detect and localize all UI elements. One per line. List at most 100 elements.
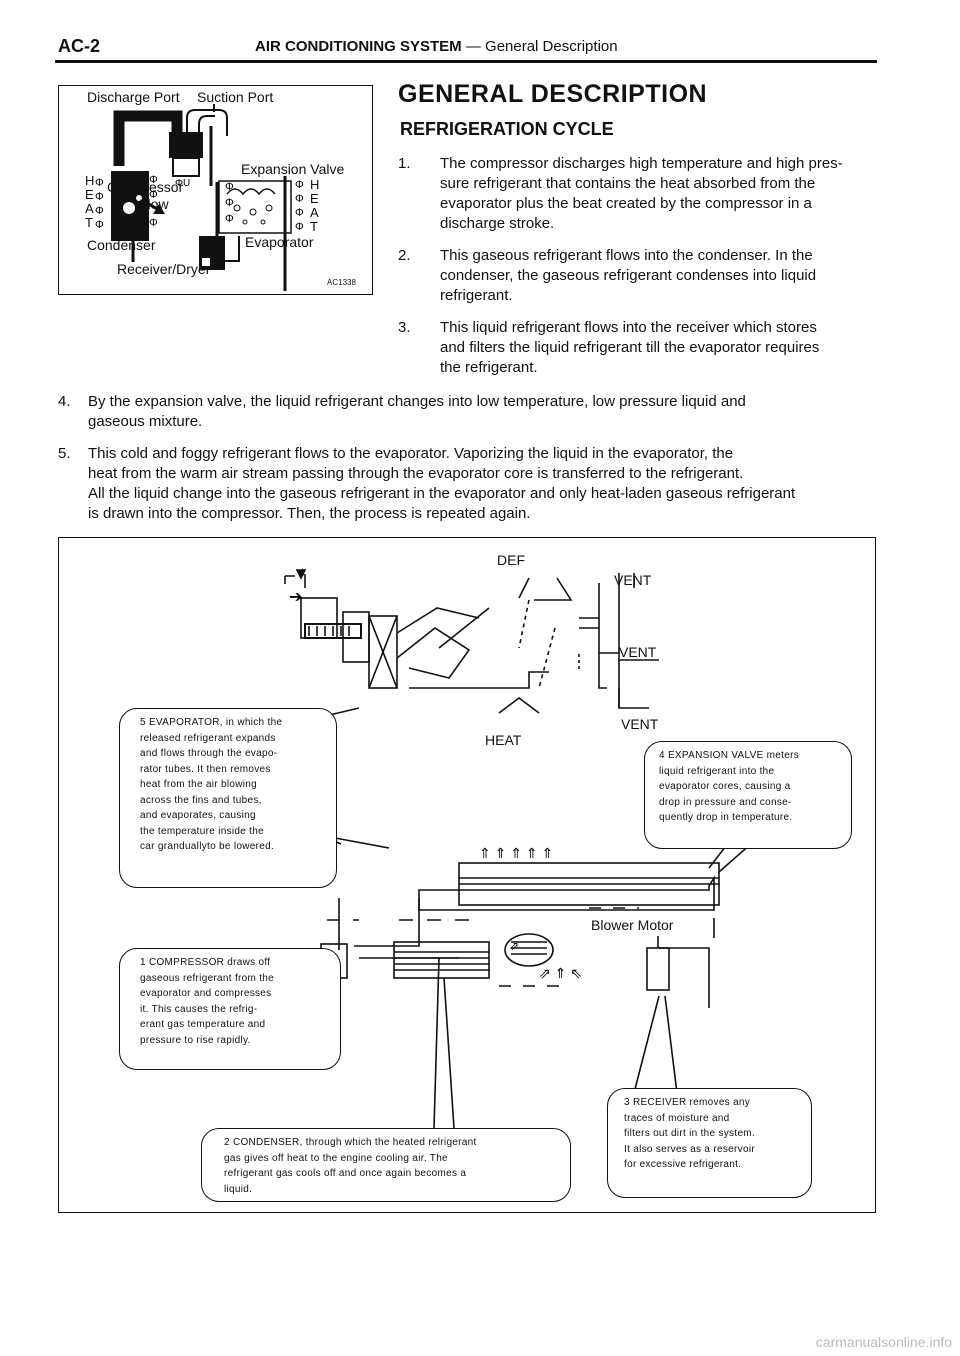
watermark: carmanualsonline.info bbox=[815, 1334, 952, 1350]
item-number: 4. bbox=[58, 393, 71, 410]
heat-letter: T bbox=[85, 215, 93, 230]
heat-label-left: H E A T bbox=[85, 174, 94, 230]
callout-line: 5 EVAPORATOR, in which the bbox=[140, 717, 283, 728]
callout-line: drop in pressure and conse- bbox=[659, 796, 792, 808]
svg-text:Φ: Φ bbox=[149, 174, 158, 186]
svg-text:Φ: Φ bbox=[95, 219, 104, 231]
callout-line: heat from the air blowing bbox=[140, 779, 258, 790]
compressor-label: Compressor bbox=[107, 179, 184, 195]
heat-letter: T bbox=[310, 219, 318, 234]
item-number: 5. bbox=[58, 445, 71, 462]
svg-text:⇗: ⇗ bbox=[509, 939, 519, 953]
callout-line: 4 EXPANSION VALVE meters bbox=[659, 750, 800, 761]
item-line: gaseous mixture. bbox=[88, 413, 203, 430]
header-rule bbox=[55, 60, 877, 63]
svg-text:Φ: Φ bbox=[95, 177, 104, 189]
item-line: This liquid refrigerant flows into the r… bbox=[440, 319, 817, 336]
item-number: 1. bbox=[398, 155, 411, 172]
condenser-callout: 2 CONDENSER, through which the heated re… bbox=[201, 1128, 571, 1202]
callout-line: erant gas temperature and bbox=[140, 1019, 266, 1030]
callout-line: gas gives off heat to the engine cooling… bbox=[224, 1152, 448, 1164]
callout-line: for excessive refrigerant. bbox=[624, 1159, 742, 1170]
item-number: 2. bbox=[398, 247, 411, 264]
callout-line: 2 CONDENSER, through which the heated re… bbox=[224, 1137, 477, 1148]
item-line: This cold and foggy refrigerant flows to… bbox=[88, 445, 734, 462]
svg-text:Φ: Φ bbox=[225, 197, 234, 209]
item-line: is drawn into the compressor. Then, the … bbox=[88, 505, 531, 522]
callout-line: released refrigerant expands bbox=[140, 732, 276, 744]
section-title-bold: AIR CONDITIONING SYSTEM bbox=[255, 38, 462, 55]
svg-text:↓: ↓ bbox=[299, 563, 306, 579]
ac-system-figure: ⇑ ⇑ ⇑ ⇑ ⇑ ⇗ ⇗ ⇑ ⇖ ➔ ↓ DEF VENT VENT VENT… bbox=[58, 537, 876, 1213]
svg-text:➔: ➔ bbox=[289, 589, 302, 606]
item-line: sure refrigerant that contains the heat … bbox=[440, 175, 816, 192]
figure-code: AC1338 bbox=[327, 278, 356, 287]
callout-line: evaporator and compresses bbox=[140, 988, 272, 999]
heat-letter: A bbox=[310, 205, 319, 220]
svg-text:Φ: Φ bbox=[95, 205, 104, 217]
callout-line: filters out dirt in the system. bbox=[624, 1128, 756, 1139]
heat-label: HEAT bbox=[485, 732, 522, 748]
callout-line: liquid. bbox=[224, 1183, 253, 1195]
ac-system-diagram: ⇑ ⇑ ⇑ ⇑ ⇑ ⇗ ⇗ ⇑ ⇖ ➔ ↓ bbox=[284, 563, 770, 1129]
def-label: DEF bbox=[497, 552, 525, 568]
item-line: This gaseous refrigerant flows into the … bbox=[440, 247, 813, 264]
callout-line: the temperature inside the bbox=[140, 825, 264, 837]
callout-line: refrigerant gas cools off and once again… bbox=[224, 1168, 467, 1179]
svg-text:Φ: Φ bbox=[225, 181, 234, 193]
heat-letter: A bbox=[85, 201, 94, 216]
heat-letter: H bbox=[85, 173, 95, 188]
callout-line: 1 COMPRESSOR draws off bbox=[140, 957, 271, 968]
svg-text:Φ: Φ bbox=[149, 189, 158, 201]
item-line: evaporator plus the beat created by the … bbox=[440, 195, 812, 212]
section-title-rest: — General Description bbox=[461, 38, 618, 55]
callout-line: across the fins and tubes, bbox=[140, 794, 262, 806]
suction-port-label: Suction Port bbox=[197, 89, 274, 105]
callout-line: quently drop in temperature. bbox=[659, 812, 793, 823]
svg-text:⇑ ⇑ ⇑ ⇑ ⇑: ⇑ ⇑ ⇑ ⇑ ⇑ bbox=[479, 845, 553, 861]
item-line: the refrigerant. bbox=[440, 359, 538, 376]
evaporator-callout: 5 EVAPORATOR, in which the released refr… bbox=[119, 708, 337, 888]
item-line: discharge stroke. bbox=[440, 215, 555, 232]
section-subtitle: REFRIGERATION CYCLE bbox=[400, 119, 614, 139]
callout-line: and evaporates, causing bbox=[140, 810, 256, 821]
item-line: The compressor discharges high temperatu… bbox=[440, 155, 843, 172]
callout-line: it. This causes the refrig- bbox=[140, 1003, 258, 1015]
page-title: GENERAL DESCRIPTION bbox=[398, 80, 708, 108]
blower-motor-label: Blower Motor bbox=[591, 917, 674, 933]
vent-label-middle: VENT bbox=[619, 644, 657, 660]
flow-label: Flow bbox=[139, 196, 169, 212]
svg-text:Φ: Φ bbox=[149, 217, 158, 229]
item-number: 3. bbox=[398, 319, 411, 336]
svg-text:⇗ ⇑ ⇖: ⇗ ⇑ ⇖ bbox=[539, 965, 582, 981]
heat-label-right: H E A T bbox=[310, 178, 319, 234]
compressor-callout: 1 COMPRESSOR draws off gaseous refrigera… bbox=[119, 948, 341, 1070]
svg-text:Φ: Φ bbox=[295, 193, 304, 205]
receiver-dryer-label: Receiver/Dryer bbox=[117, 261, 211, 277]
svg-text:Φ: Φ bbox=[295, 179, 304, 191]
item-line: refrigerant. bbox=[440, 287, 513, 304]
callout-line: and flows through the evapo- bbox=[140, 748, 278, 759]
cycle-schematic: ΦU Φ Φ Φ Φ Φ Φ Φ Φ Φ Φ Φ Φ bbox=[95, 104, 304, 291]
item-line: All the liquid change into the gaseous r… bbox=[88, 485, 796, 502]
item-line: heat from the warm air stream passing th… bbox=[88, 465, 744, 482]
callout-line: 3 RECEIVER removes any bbox=[624, 1097, 751, 1108]
svg-text:Φ: Φ bbox=[295, 207, 304, 219]
expansion-valve-callout: 4 EXPANSION VALVE meters liquid refriger… bbox=[644, 741, 852, 849]
callout-line: traces of moisture and bbox=[624, 1112, 730, 1124]
receiver-callout: 3 RECEIVER removes any traces of moistur… bbox=[607, 1088, 812, 1198]
list-item: 1. The compressor discharges high temper… bbox=[398, 154, 883, 238]
page-code: AC-2 bbox=[58, 36, 101, 56]
callout-line: gaseous refrigerant from the bbox=[140, 972, 275, 984]
evaporator-label: Evaporator bbox=[245, 234, 314, 250]
heat-letter: E bbox=[85, 187, 94, 202]
svg-text:Φ: Φ bbox=[225, 213, 234, 225]
list-item: 2. This gaseous refrigerant flows into t… bbox=[398, 246, 883, 310]
callout-line: evaporator cores, causing a bbox=[659, 781, 791, 792]
item-line: condenser, the gaseous refrigerant conde… bbox=[440, 267, 817, 284]
callout-line: car granduallyto be lowered. bbox=[140, 841, 275, 852]
condenser-label: Condenser bbox=[87, 237, 156, 253]
svg-text:ΦU: ΦU bbox=[175, 178, 190, 189]
callout-line: liquid refrigerant into the bbox=[659, 765, 775, 777]
heat-letter: E bbox=[310, 191, 319, 206]
